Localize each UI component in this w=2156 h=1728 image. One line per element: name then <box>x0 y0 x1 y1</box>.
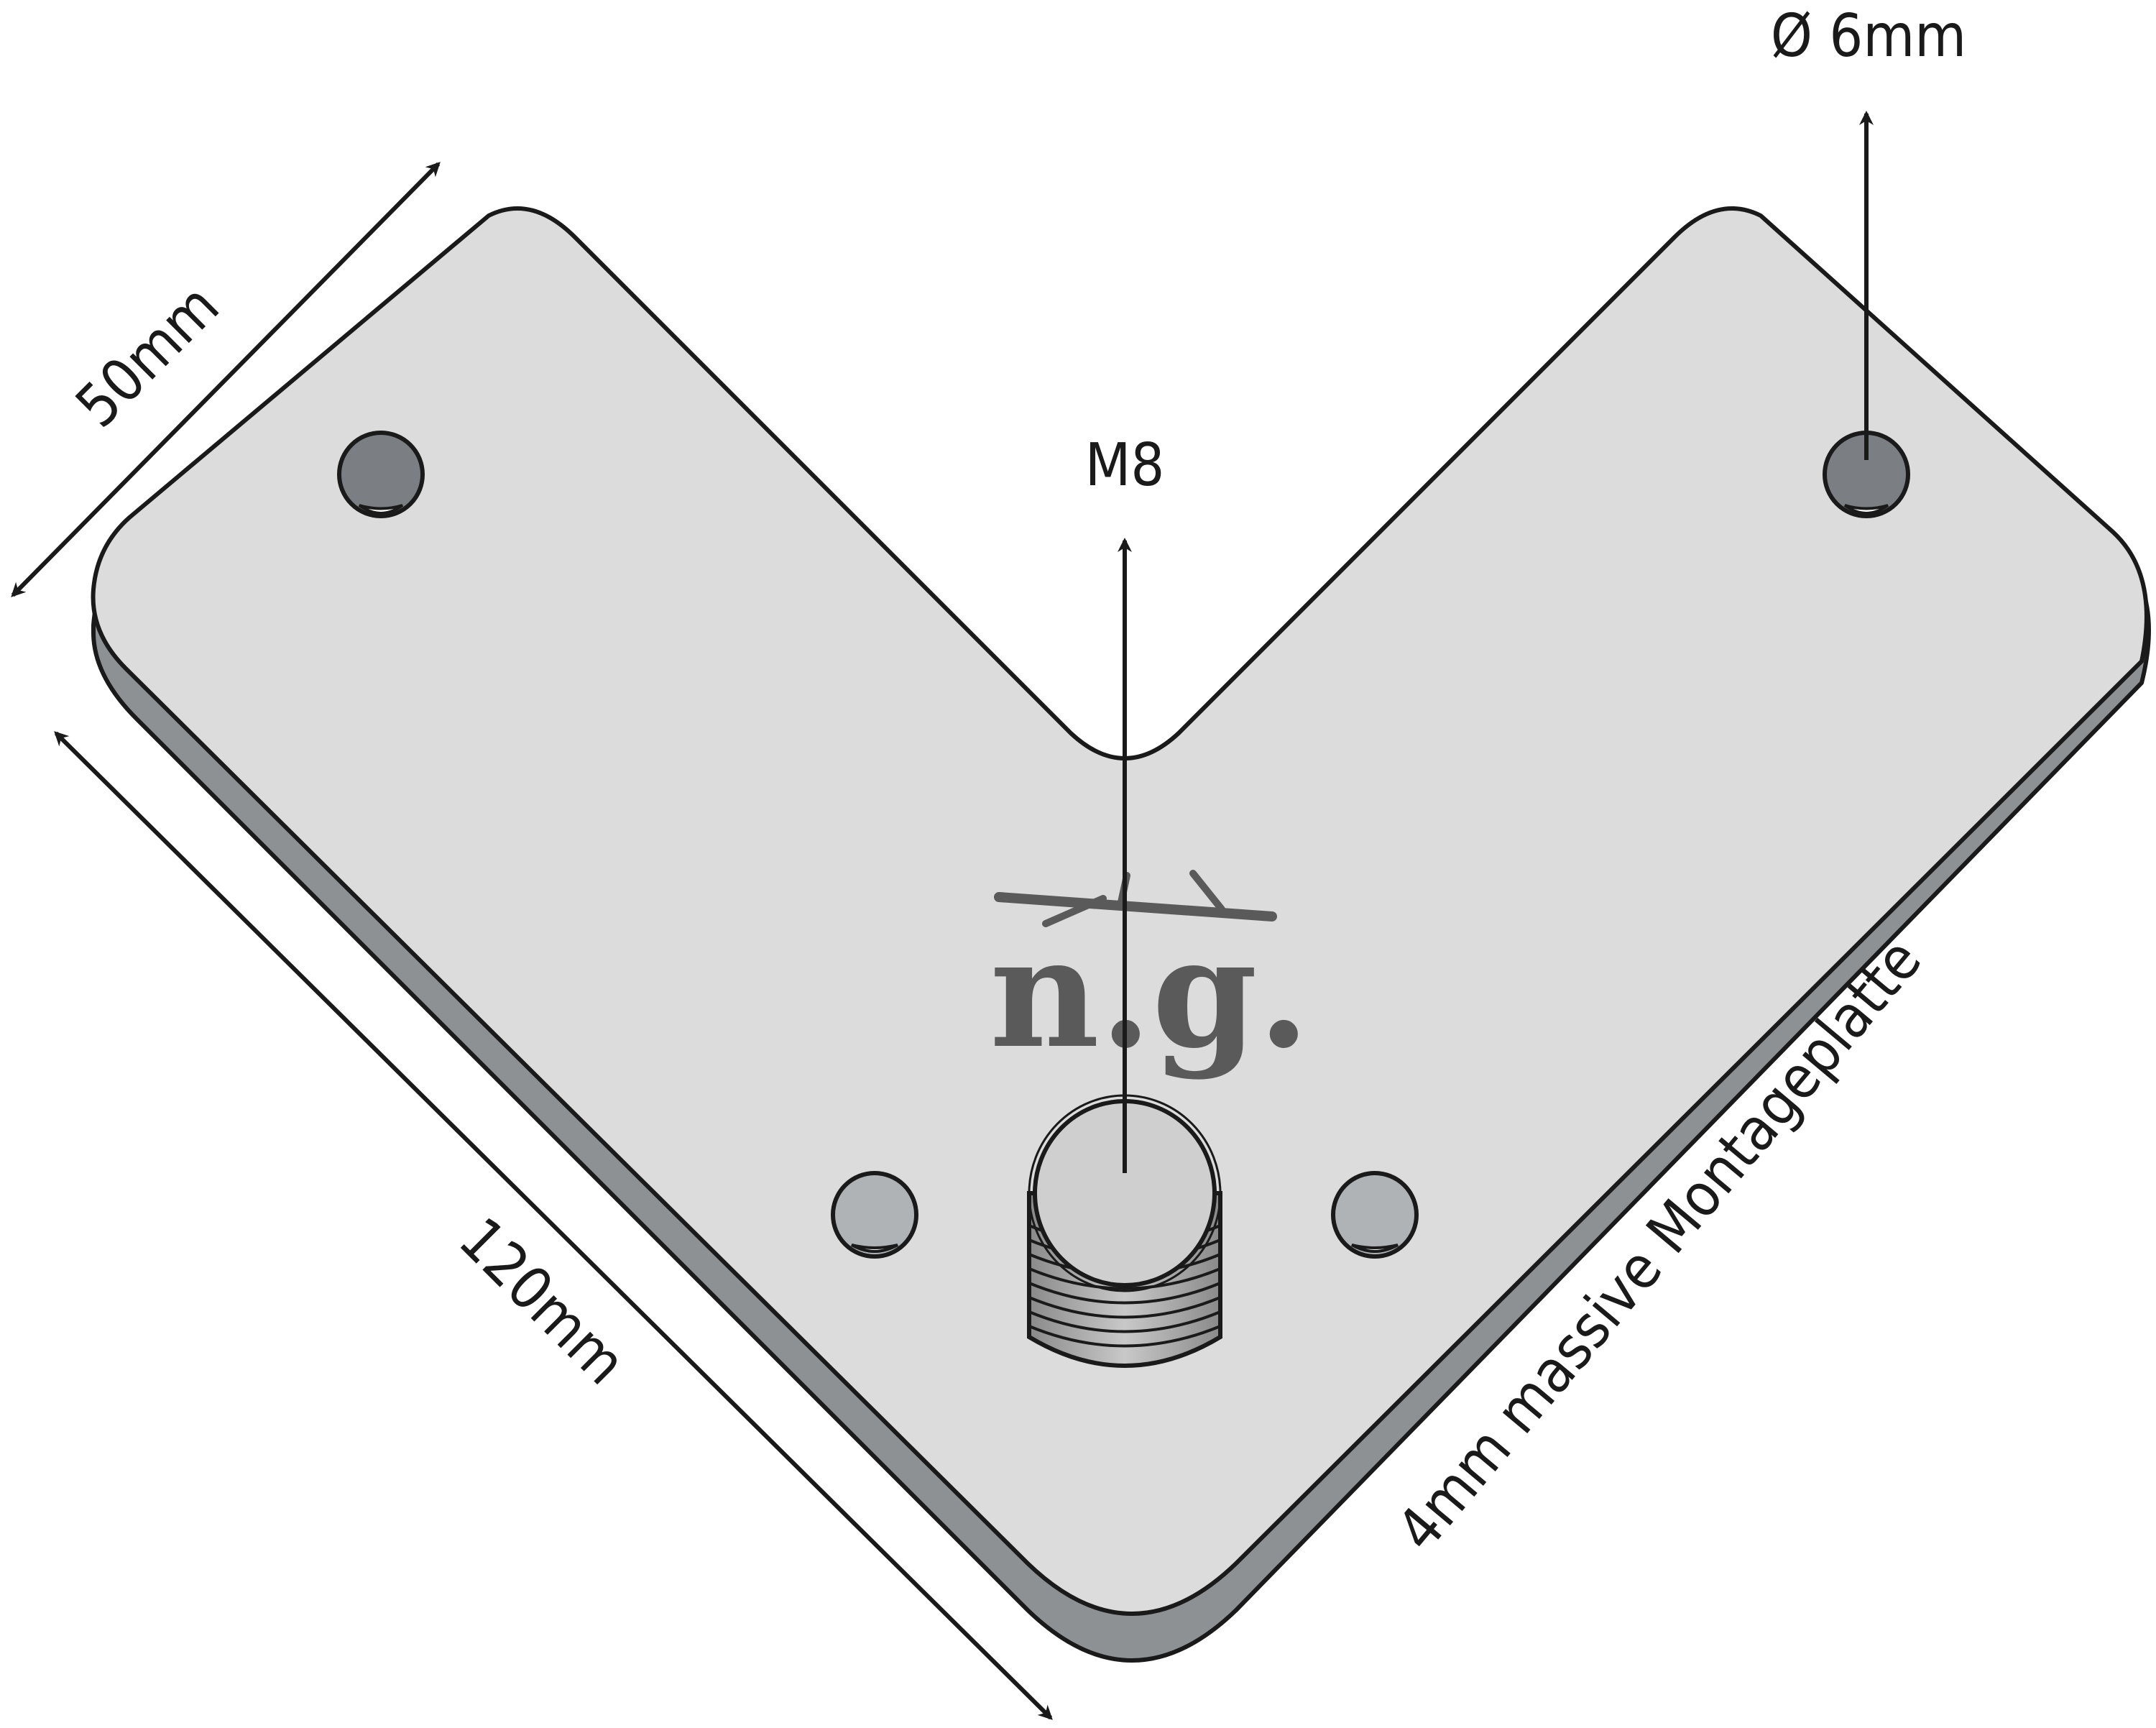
logo-text: n.g. <box>990 904 1310 1082</box>
hole-top-left <box>337 431 425 518</box>
hole-bottom-left <box>831 1171 918 1259</box>
dimension-120mm-label: 120mm <box>446 1205 638 1397</box>
ng-logo: n.g. <box>990 870 1310 1082</box>
hole-diameter-label: Ø 6mm <box>1771 2 1966 70</box>
dimension-50mm-label: 50mm <box>63 272 232 441</box>
plate-top <box>91 206 2149 1616</box>
hole-bottom-right <box>1331 1171 1419 1259</box>
thread-callout: M8 <box>1085 431 1165 1173</box>
hole-diameter-callout: Ø 6mm <box>1771 2 1966 460</box>
thread-label: M8 <box>1085 431 1165 500</box>
